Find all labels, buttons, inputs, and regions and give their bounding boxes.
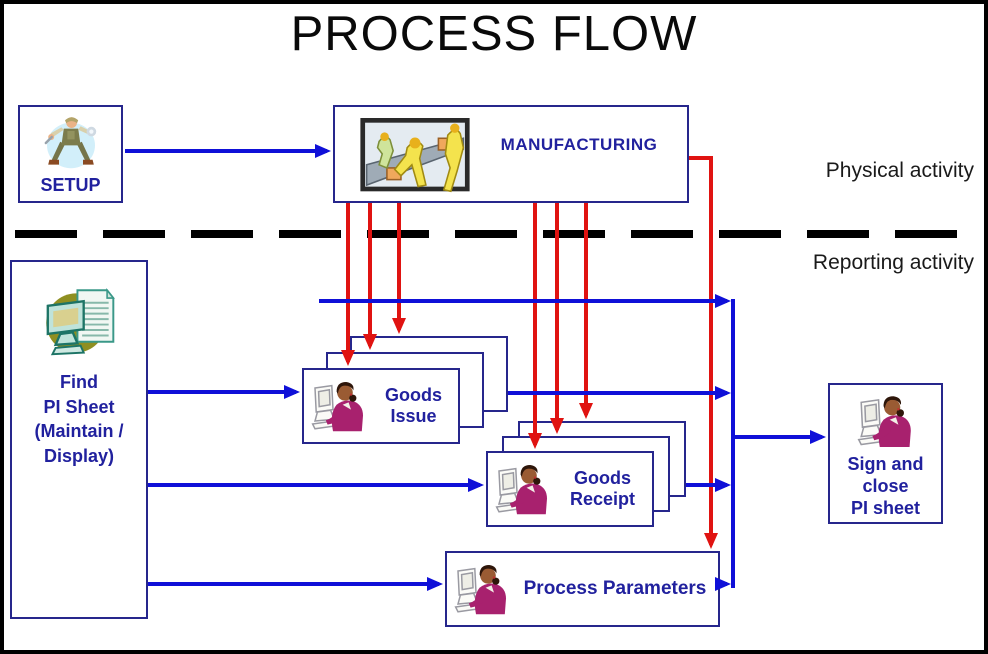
manufacturing-box: MANUFACTURING [333,105,689,203]
setup-box: SETUP [18,105,123,203]
mechanic-worker-icon [37,113,105,173]
label-reporting-activity: Reporting activity [812,251,974,274]
woman-at-computer-icon [853,390,919,452]
goods-issue-label: Goods Issue [385,385,442,426]
label-physical-activity: Physical activity [825,159,974,182]
find-pi-sheet-box: Find PI Sheet (Maintain / Display) [10,260,148,619]
find-pi-sheet-label: Find PI Sheet (Maintain / Display) [34,372,124,466]
woman-at-computer-icon [493,456,553,522]
page-title: PROCESS FLOW [290,7,698,61]
goods-receipt-box: Goods Receipt [486,451,654,527]
process-parameters-label: Process Parameters [523,578,707,599]
sign-close-box: Sign and close PI sheet [828,383,943,524]
manufacturing-label: MANUFACTURING [500,135,658,154]
woman-at-computer-icon [309,373,369,439]
factory-workers-icon [359,118,471,196]
sign-close-label: Sign and close PI sheet [847,454,924,518]
woman-at-computer-icon [452,556,512,622]
goods-issue-box: Goods Issue [302,368,460,444]
goods-receipt-label: Goods Receipt [569,468,636,509]
process-parameters-box: Process Parameters [445,551,720,627]
arrow-mfg-to-process-parameters [689,156,718,549]
setup-label: SETUP [40,175,101,195]
computer-document-icon [38,284,120,362]
